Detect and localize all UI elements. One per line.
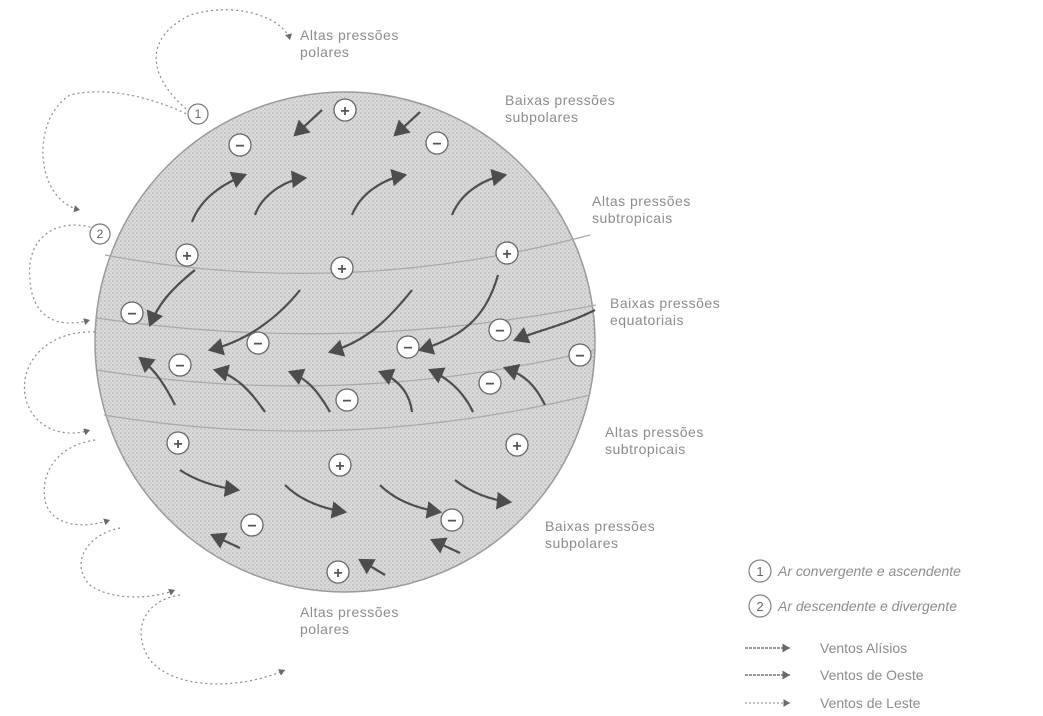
svg-text:−: − <box>247 518 256 535</box>
svg-text:−: − <box>253 336 262 353</box>
svg-text:+: + <box>182 248 191 265</box>
label-low-subpolar-north: Baixas pressões subpolares <box>505 92 615 126</box>
label-line: equatoriais <box>610 312 684 328</box>
svg-text:−: − <box>575 348 584 365</box>
legend-text-convergent: Ar convergente e ascendente <box>778 563 961 579</box>
svg-text:−: − <box>485 376 494 393</box>
label-line: subtropicais <box>592 210 673 226</box>
svg-text:+: + <box>512 438 521 455</box>
legend-marker-2: 2 <box>748 594 772 618</box>
label-bottom-high-polar: Altas pressões polares <box>300 604 399 638</box>
wind-arrows <box>138 109 596 576</box>
label-line: Altas pressões <box>592 193 691 209</box>
svg-text:−: − <box>495 323 504 340</box>
low-pressure-symbol: − <box>240 513 264 537</box>
low-pressure-symbol: − <box>396 335 420 359</box>
label-line: Baixas pressões <box>505 92 616 108</box>
low-pressure-symbol: − <box>335 388 359 412</box>
svg-text:−: − <box>342 393 351 410</box>
legend-text-trade-winds: Ventos Alísios <box>820 640 908 656</box>
low-pressure-symbol: − <box>568 343 592 367</box>
svg-text:1: 1 <box>756 564 763 579</box>
svg-text:1: 1 <box>195 107 202 121</box>
globe <box>94 91 596 593</box>
svg-text:+: + <box>173 436 182 453</box>
svg-text:−: − <box>432 136 441 153</box>
low-pressure-symbol: − <box>168 353 192 377</box>
cell-markers: 1 2 <box>89 103 209 245</box>
legend-text-westerlies: Ventos de Oeste <box>820 667 924 683</box>
low-pressure-symbol: − <box>478 371 502 395</box>
label-line: polares <box>300 621 350 637</box>
high-pressure-symbol: + <box>328 453 352 477</box>
label-low-equatorial: Baixas pressões equatoriais <box>610 295 720 329</box>
low-pressure-symbol: − <box>228 133 252 157</box>
label-high-subtropical-north: Altas pressões subtropicais <box>592 193 691 227</box>
svg-text:+: + <box>335 458 344 475</box>
label-low-subpolar-south: Baixas pressões subpolares <box>545 518 655 552</box>
high-pressure-symbol: + <box>505 433 529 457</box>
label-line: Baixas pressões <box>545 518 656 534</box>
pressure-symbols: + − − + + + − − − − − − − − + + + − − + <box>120 98 592 584</box>
svg-text:+: + <box>340 103 349 120</box>
svg-text:−: − <box>447 513 456 530</box>
legend-text-divergent: Ar descendente e divergente <box>778 598 958 614</box>
label-line: Altas pressões <box>300 27 399 43</box>
svg-text:+: + <box>333 565 342 582</box>
low-pressure-symbol: − <box>425 131 449 155</box>
label-line: Baixas pressões <box>610 295 721 311</box>
low-pressure-symbol: − <box>488 318 512 342</box>
label-top-high-polar: Altas pressões polares <box>300 27 399 61</box>
latitude-lines <box>96 234 597 432</box>
svg-text:−: − <box>127 306 136 323</box>
low-pressure-symbol: − <box>246 331 270 355</box>
label-line: subpolares <box>505 109 579 125</box>
low-pressure-symbol: − <box>120 301 144 325</box>
high-pressure-symbol: + <box>166 431 190 455</box>
label-line: Altas pressões <box>605 424 704 440</box>
label-line: subtropicais <box>605 441 686 457</box>
legend-text-easterlies: Ventos de Leste <box>820 695 921 711</box>
svg-text:+: + <box>337 261 346 278</box>
marker-2: 2 <box>89 223 111 245</box>
label-line: Altas pressões <box>300 604 399 620</box>
label-line: subpolares <box>545 535 619 551</box>
svg-text:2: 2 <box>97 227 104 241</box>
svg-text:−: − <box>403 340 412 357</box>
high-pressure-symbol: + <box>326 560 350 584</box>
high-pressure-symbol: + <box>333 98 357 122</box>
circulation-cells <box>23 9 293 685</box>
high-pressure-symbol: + <box>330 256 354 280</box>
svg-text:−: − <box>235 138 244 155</box>
legend-marker-1: 1 <box>748 559 772 583</box>
high-pressure-symbol: + <box>495 241 519 265</box>
svg-text:−: − <box>175 358 184 375</box>
label-high-subtropical-south: Altas pressões subtropicais <box>605 424 704 458</box>
legend-symbols: 1 2 <box>745 559 790 707</box>
low-pressure-symbol: − <box>440 508 464 532</box>
marker-1: 1 <box>187 103 209 125</box>
svg-text:2: 2 <box>756 599 763 614</box>
label-line: polares <box>300 44 350 60</box>
high-pressure-symbol: + <box>175 243 199 267</box>
svg-text:+: + <box>502 246 511 263</box>
